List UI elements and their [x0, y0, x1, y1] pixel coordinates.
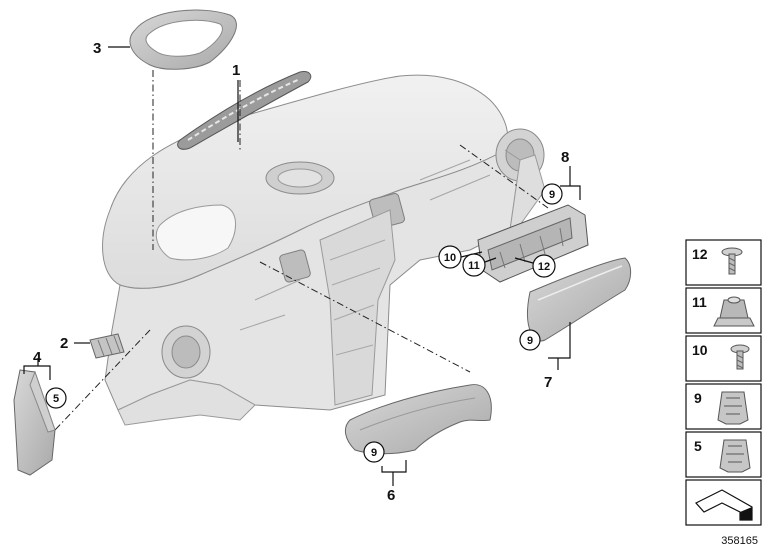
dashboard-lower-left [117, 379, 256, 426]
screw-icon [730, 344, 750, 370]
part-1-dash-trim [177, 71, 312, 150]
center-stack [319, 209, 396, 406]
circle-callout-9-right: 9 [519, 329, 541, 351]
parts-panel-row-10: 10 [685, 335, 762, 382]
assembly-lines [54, 70, 549, 431]
circle-callout-11: 11 [462, 253, 497, 277]
part-3-cluster-cover [129, 9, 237, 70]
dashboard-assembly [102, 74, 546, 426]
callout-8: 8 [561, 149, 569, 166]
svg-text:9: 9 [694, 390, 702, 406]
svg-text:5: 5 [694, 438, 702, 454]
reference-number: 358165 [721, 535, 758, 547]
callout-leaders [23, 46, 581, 486]
svg-text:12: 12 [538, 261, 550, 273]
callout-1: 1 [232, 62, 240, 79]
circle-callout-5: 5 [45, 387, 67, 409]
spring-clip-icon [719, 439, 751, 473]
part-4-left-trim [13, 369, 56, 476]
svg-text:10: 10 [444, 252, 456, 264]
svg-text:9: 9 [527, 335, 533, 347]
callout-4: 4 [33, 349, 42, 366]
circle-callout-9-left: 9 [363, 441, 385, 463]
callout-2: 2 [60, 335, 68, 352]
callout-labels: 3 1 2 4 6 7 8 5 9 9 9 10 11 [33, 40, 569, 504]
svg-text:9: 9 [371, 447, 377, 459]
clip-nut-icon [713, 296, 755, 327]
callout-3: 3 [93, 40, 101, 57]
part-8-bracket [477, 204, 589, 283]
bracket-shape-icon [695, 489, 753, 521]
svg-text:10: 10 [692, 342, 708, 358]
part-6-lower-trim [344, 384, 492, 455]
svg-text:11: 11 [468, 260, 480, 272]
circle-callout-10: 10 [438, 245, 483, 269]
spring-clip-icon [717, 391, 749, 425]
circle-callout-12: 12 [514, 254, 556, 278]
callout-6: 6 [387, 487, 395, 504]
parts-panel-row-12: 12 [685, 239, 762, 286]
part-2-vent-piece [89, 333, 125, 359]
circle-callout-9-top: 9 [541, 183, 563, 205]
svg-text:9: 9 [549, 189, 555, 201]
parts-panel-legend [685, 479, 762, 526]
left-round-vent [161, 325, 211, 379]
center-vent-left [279, 249, 311, 283]
small-parts-panel: 12 11 10 [685, 239, 762, 526]
display-opening [155, 204, 236, 261]
screw-icon [721, 247, 743, 275]
callout-7: 7 [544, 374, 552, 391]
svg-text:11: 11 [692, 294, 707, 310]
parts-panel-row-5: 5 [685, 431, 762, 478]
svg-text:12: 12 [692, 246, 708, 262]
parts-panel-row-9: 9 [685, 383, 762, 430]
parts-panel-row-11: 11 [685, 287, 762, 334]
svg-text:5: 5 [53, 393, 59, 405]
